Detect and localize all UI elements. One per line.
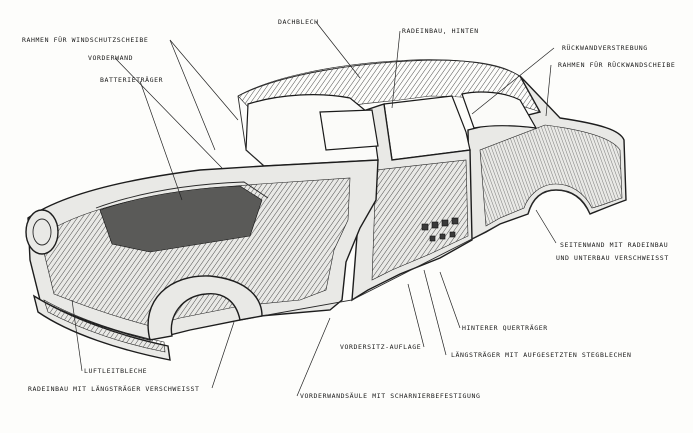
a-pillar [237,95,265,167]
rear-wheel-arch [527,189,591,215]
label-rahmen-windschutzscheibe: RAHMEN FÜR WINDSCHUTZSCHEIBE [22,36,149,44]
label-radeinbau-laengstraeger: RADEINBAU MIT LÄNGSTRÄGER VERSCHWEISST [28,385,200,393]
label-vordersitz-auflage: VORDERSITZ-AUFLAGE [340,343,422,351]
body-shell [25,59,627,361]
leader-lines [71,21,557,397]
label-seitenwand-line2: UND UNTERBAU VERSCHWEISST [556,254,669,262]
rear-window-opening [461,91,538,129]
rear-quarter-shading [479,124,623,227]
label-batterietraeger: BATTERIETRÄGER [100,76,164,84]
label-radeinbau-hinten: RADEINBAU, HINTEN [402,27,479,35]
label-seitenwand-line1: SEITENWAND MIT RADEINBAU [560,241,669,249]
cabin-rear-opening [319,109,379,151]
sill-line [261,223,501,317]
label-hinterer-quertraeger: HINTERER QUERTRÄGER [462,324,548,332]
front-apron-shading [43,299,166,353]
label-vorderwandsaeule: VORDERWANDSÄULE MIT SCHARNIERBEFESTIGUNG [300,392,481,400]
engine-bay [99,185,263,253]
label-vorderwand: VORDERWAND [88,54,134,62]
label-luftleitbleche: LUFTLEITBLECHE [84,367,148,375]
headlamp-housing [25,209,59,255]
engine-bay-rim [95,181,269,209]
headlamp-inner [32,218,52,246]
label-laengstraeger-stegblechen: LÄNGSTRÄGER MIT AUFGESETZTEN STEGBLECHEN [451,351,632,359]
label-rueckwandverstrebung: RÜCKWANDVERSTREBUNG [562,44,648,52]
roof-edge [237,59,525,97]
floor-openings [421,217,459,242]
door-inner [371,159,469,281]
label-rahmen-rueckwandscheibe: RAHMEN FÜR RÜCKWANDSCHEIBE [558,61,676,69]
rear-side-window [383,95,471,161]
label-dachblech: DACHBLECH [278,18,319,26]
